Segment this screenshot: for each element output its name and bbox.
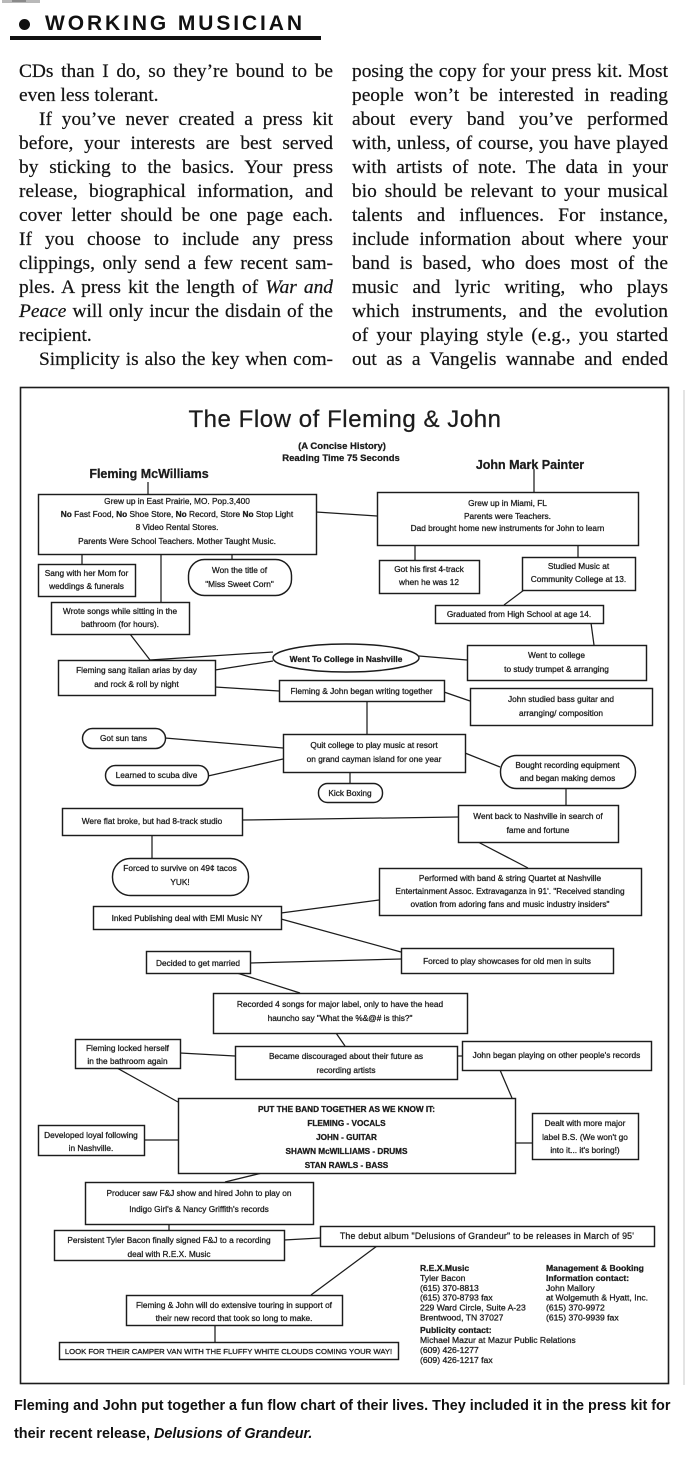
svg-text:The debut album "Delusions of: The debut album "Delusions of Grandeur" …	[340, 1231, 634, 1241]
svg-text:STAN RAWLS - BASS: STAN RAWLS - BASS	[305, 1161, 389, 1170]
svg-text:on grand cayman island for one: on grand cayman island for one year	[307, 754, 442, 764]
svg-text:YUK!: YUK!	[170, 877, 189, 887]
svg-text:Recorded 4 songs for major lab: Recorded 4 songs for major label, only t…	[237, 999, 444, 1009]
svg-text:FLEMING - VOCALS: FLEMING - VOCALS	[307, 1119, 386, 1128]
svg-text:R.E.X.Music: R.E.X.Music	[420, 1263, 469, 1273]
svg-text:The Flow of Fleming & John: The Flow of Fleming & John	[188, 406, 501, 433]
svg-text:Brentwood, TN 37027: Brentwood, TN 37027	[420, 1313, 504, 1323]
svg-text:arranging/ composition: arranging/ composition	[519, 708, 603, 718]
svg-text:Bought recording equipment: Bought recording equipment	[515, 760, 620, 770]
svg-text:Community College at 13.: Community College at 13.	[531, 574, 626, 584]
svg-text:ovation from adoring fans and: ovation from adoring fans and music indu…	[411, 899, 610, 909]
svg-text:Went To College in Nashville: Went To College in Nashville	[290, 654, 403, 664]
svg-text:to study trumpet & arranging: to study trumpet & arranging	[504, 664, 609, 674]
svg-text:Persistent Tyler Bacon finally: Persistent Tyler Bacon finally signed F&…	[67, 1235, 271, 1245]
svg-text:Graduated from High School at: Graduated from High School at age 14.	[447, 609, 591, 619]
svg-text:at Wolgemuth & Hyatt, Inc.: at Wolgemuth & Hyatt, Inc.	[546, 1293, 648, 1303]
svg-text:Decided to get married: Decided to get married	[156, 958, 240, 968]
svg-text:JOHN - GUITAR: JOHN - GUITAR	[316, 1133, 377, 1142]
svg-text:Fleming locked herself: Fleming locked herself	[86, 1043, 170, 1053]
svg-text:Forced to survive on 49¢ tacos: Forced to survive on 49¢ tacos	[123, 863, 236, 873]
svg-text:John Mallory: John Mallory	[546, 1283, 595, 1293]
svg-text:Studied Music at: Studied Music at	[548, 561, 610, 571]
svg-text:Forced to play showcases for o: Forced to play showcases for old men in …	[423, 956, 591, 966]
svg-text:John Mark Painter: John Mark Painter	[476, 458, 584, 472]
svg-text:and rock & roll by night: and rock & roll by night	[94, 679, 179, 689]
svg-text:in the bathroom again: in the bathroom again	[87, 1056, 168, 1066]
svg-text:Dad brought home new instrumen: Dad brought home new instruments for Joh…	[411, 523, 605, 533]
svg-text:Inked Publishing deal with EMI: Inked Publishing deal with EMI Music NY	[112, 913, 263, 923]
svg-text:John studied bass guitar and: John studied bass guitar and	[508, 694, 614, 704]
svg-text:label B.S. (We won't go: label B.S. (We won't go	[542, 1132, 628, 1142]
svg-text:Went back to Nashville in sear: Went back to Nashville in search of	[473, 811, 603, 821]
svg-text:deal with R.E.X. Music: deal with R.E.X. Music	[128, 1249, 211, 1259]
svg-text:No Fast Food, No Shoe Store, N: No Fast Food, No Shoe Store, No Record, …	[61, 509, 294, 519]
svg-text:(609) 426-1277: (609) 426-1277	[420, 1345, 479, 1355]
svg-text:their new record that took so: their new record that took so long to ma…	[156, 1313, 313, 1323]
svg-text:Grew up in Miami, FL: Grew up in Miami, FL	[468, 498, 547, 508]
svg-text:8 Video Rental Stores.: 8 Video Rental Stores.	[136, 522, 219, 532]
svg-text:(615) 370-8793 fax: (615) 370-8793 fax	[420, 1293, 493, 1303]
svg-text:Won the title of: Won the title of	[212, 565, 268, 575]
svg-text:(609) 426-1217 fax: (609) 426-1217 fax	[420, 1355, 493, 1365]
svg-text:recording artists: recording artists	[316, 1065, 375, 1075]
svg-text:when he was 12: when he was 12	[398, 577, 459, 587]
svg-text:Indigo Girl's & Nancy Griffith: Indigo Girl's & Nancy Griffith's records	[129, 1204, 269, 1214]
svg-text:hauncho say "What the %&@# is: hauncho say "What the %&@# is this?"	[268, 1013, 413, 1023]
svg-text:Fleming sang italian arias by: Fleming sang italian arias by day	[76, 665, 198, 675]
svg-text:Grew up in East Prairie, MO. P: Grew up in East Prairie, MO. Pop.3,400	[104, 496, 250, 506]
svg-text:Became discouraged about their: Became discouraged about their future as	[269, 1051, 423, 1061]
svg-text:Fleming McWilliams: Fleming McWilliams	[89, 467, 208, 481]
svg-text:(615) 370-9972: (615) 370-9972	[546, 1303, 605, 1313]
svg-text:Publicity contact:: Publicity contact:	[420, 1325, 492, 1335]
svg-text:Went to college: Went to college	[528, 650, 585, 660]
svg-text:Management & Booking: Management & Booking	[546, 1263, 644, 1273]
svg-text:(615) 370-9939 fax: (615) 370-9939 fax	[546, 1313, 619, 1323]
svg-text:Dealt with more major: Dealt with more major	[545, 1118, 626, 1128]
svg-text:(A Concise History): (A Concise History)	[298, 441, 386, 452]
svg-text:Reading Time 75 Seconds: Reading Time 75 Seconds	[282, 453, 400, 464]
svg-text:Quit college to play music at: Quit college to play music at resort	[310, 740, 438, 750]
svg-text:and began making demos: and began making demos	[520, 773, 615, 783]
svg-text:Performed with band & string Q: Performed with band & string Quartet at …	[419, 873, 602, 883]
svg-text:Got sun tans: Got sun tans	[100, 733, 147, 743]
svg-text:Wrote songs while sitting in t: Wrote songs while sitting in the	[63, 606, 178, 616]
svg-text:into it... it's boring!): into it... it's boring!)	[550, 1145, 620, 1155]
svg-text:Producer saw F&J show and hire: Producer saw F&J show and hired John to …	[107, 1188, 292, 1198]
svg-text:Sang with her Mom for: Sang with her Mom for	[45, 568, 129, 578]
svg-text:(615) 370-8813: (615) 370-8813	[420, 1283, 479, 1293]
svg-text:Tyler Bacon: Tyler Bacon	[420, 1273, 466, 1283]
svg-text:Learned to scuba dive: Learned to scuba dive	[116, 770, 198, 780]
svg-text:Got his first 4-track: Got his first 4-track	[394, 564, 464, 574]
svg-text:Fleming & John will do extensi: Fleming & John will do extensive touring…	[136, 1300, 333, 1310]
svg-text:in Nashville.: in Nashville.	[69, 1143, 114, 1153]
svg-text:PUT THE BAND TOGETHER AS WE KN: PUT THE BAND TOGETHER AS WE KNOW IT:	[258, 1105, 435, 1114]
svg-text:John began playing on other pe: John began playing on other people's rec…	[473, 1050, 641, 1060]
svg-text:Fleming & John began writing t: Fleming & John began writing together	[290, 686, 432, 696]
svg-text:Developed loyal following: Developed loyal following	[44, 1130, 138, 1140]
svg-text:fame and fortune: fame and fortune	[507, 825, 570, 835]
svg-text:LOOK FOR THEIR CAMPER VAN WITH: LOOK FOR THEIR CAMPER VAN WITH THE FLUFF…	[65, 1347, 392, 1356]
svg-text:SHAWN McWILLIAMS - DRUMS: SHAWN McWILLIAMS - DRUMS	[286, 1147, 408, 1156]
svg-text:Parents Were School Teachers.: Parents Were School Teachers. Mother Tau…	[78, 536, 276, 546]
svg-text:Parents were Teachers.: Parents were Teachers.	[464, 511, 551, 521]
svg-text:bathroom (for hours).: bathroom (for hours).	[81, 619, 159, 629]
svg-text:229 Ward Circle, Suite A-23: 229 Ward Circle, Suite A-23	[420, 1303, 526, 1313]
svg-text:Kick Boxing: Kick Boxing	[328, 788, 372, 798]
svg-text:Information contact:: Information contact:	[546, 1273, 629, 1283]
svg-text:"Miss Sweet Corn": "Miss Sweet Corn"	[205, 579, 274, 589]
svg-text:weddings & funerals: weddings & funerals	[48, 581, 124, 591]
svg-text:Entertainment Assoc. Extravaga: Entertainment Assoc. Extravaganza in 91'…	[395, 886, 625, 896]
svg-text:Were flat broke, but had 8-tra: Were flat broke, but had 8-track studio	[82, 816, 223, 826]
svg-text:Michael Mazur at Mazur Public: Michael Mazur at Mazur Public Relations	[420, 1335, 576, 1345]
